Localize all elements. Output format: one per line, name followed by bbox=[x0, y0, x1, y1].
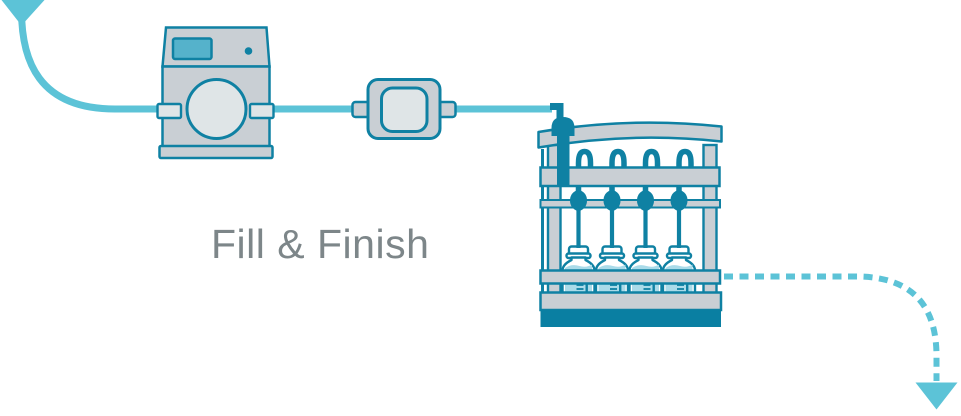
fill-tube-loop bbox=[575, 148, 594, 196]
filler-canopy bbox=[537, 121, 723, 149]
pump-tube-clamp-left bbox=[156, 102, 183, 120]
pump-machine bbox=[156, 26, 275, 160]
vial-graduation-bars bbox=[585, 283, 689, 295]
outflow-arrowhead-icon bbox=[915, 382, 958, 410]
pump-base bbox=[158, 144, 274, 160]
pump-rotor-icon bbox=[185, 78, 248, 140]
inflow-arrowhead-icon bbox=[1, 0, 45, 26]
fill-nozzle bbox=[670, 189, 688, 212]
filler-inlet-column bbox=[557, 124, 570, 186]
inflow-arrow bbox=[1, 0, 552, 113]
filling-machine bbox=[537, 103, 723, 327]
outflow-arrow bbox=[724, 273, 958, 410]
fill-nozzle bbox=[637, 189, 654, 212]
pump-power-button-icon bbox=[244, 47, 253, 55]
filter-membrane-window bbox=[380, 86, 429, 133]
process-stage-label: Fill & Finish bbox=[211, 221, 430, 267]
fill-tube-loop bbox=[609, 148, 627, 196]
outflow-dashed-line bbox=[724, 273, 940, 381]
fill-needle bbox=[643, 209, 648, 248]
fill-needle bbox=[576, 209, 581, 248]
fill-tube-loop bbox=[676, 148, 694, 196]
inflow-line bbox=[18, 9, 552, 113]
filler-base bbox=[540, 310, 721, 327]
fill-nozzle bbox=[603, 189, 621, 212]
filler-platform bbox=[539, 291, 723, 312]
pump-display-screen bbox=[171, 37, 213, 61]
filler-nozzle-rail bbox=[539, 199, 721, 209]
fill-nozzle bbox=[570, 189, 587, 212]
vial-holder-rail bbox=[539, 269, 722, 285]
fill-tube-loop bbox=[642, 148, 661, 196]
filler-manifold-bar bbox=[539, 166, 721, 188]
fill-needle bbox=[609, 209, 615, 248]
pump-tube-clamp-right bbox=[248, 102, 275, 120]
inline-filter bbox=[351, 78, 457, 140]
fill-needle bbox=[676, 209, 682, 248]
